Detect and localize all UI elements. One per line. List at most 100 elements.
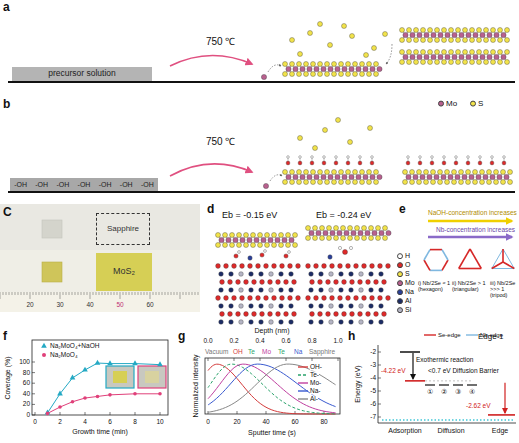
atom <box>296 264 301 269</box>
legend-swatch <box>438 101 444 107</box>
atom <box>272 264 277 269</box>
atom <box>428 50 433 55</box>
energy-level <box>467 384 477 385</box>
atom <box>220 280 225 285</box>
atom <box>484 28 489 33</box>
atom <box>364 53 369 58</box>
atom <box>459 180 464 185</box>
atom <box>410 32 415 37</box>
legend-item: H <box>397 252 410 260</box>
atom <box>289 272 294 277</box>
ruler-tick <box>72 292 73 295</box>
data-marker <box>70 375 76 380</box>
atom <box>463 50 468 55</box>
atom <box>289 304 294 309</box>
atom <box>379 320 384 325</box>
data-marker <box>58 405 62 409</box>
atom <box>330 264 335 269</box>
tick <box>60 412 61 415</box>
layer-label: Vacuum <box>205 348 228 355</box>
atom <box>414 28 419 33</box>
atom <box>406 161 410 165</box>
atom <box>335 66 340 71</box>
atom <box>368 126 373 131</box>
atom <box>284 312 289 317</box>
axis-title: Sputter time (s) <box>248 429 296 437</box>
atom <box>314 66 319 71</box>
legend-sample <box>298 382 308 383</box>
node-text: -OH <box>99 181 112 189</box>
legend-sample <box>298 374 308 375</box>
atom <box>372 230 377 235</box>
tick <box>160 412 161 415</box>
data-line <box>208 364 336 414</box>
tick-label: 80 <box>23 369 30 376</box>
atom <box>410 54 415 59</box>
atom <box>501 170 506 175</box>
layer-label: Sapphire <box>309 348 335 355</box>
atom <box>420 174 425 179</box>
atom <box>442 60 447 65</box>
atom <box>494 32 499 37</box>
atom <box>445 54 450 59</box>
atom <box>268 237 273 242</box>
atom <box>264 296 269 301</box>
atom <box>229 320 234 325</box>
atom <box>309 320 314 325</box>
atom <box>344 230 349 235</box>
atom <box>383 32 388 37</box>
atom <box>311 72 316 77</box>
atom <box>438 170 443 175</box>
atom <box>306 236 311 241</box>
atom <box>284 254 288 258</box>
atom <box>469 174 474 179</box>
tick <box>266 411 267 414</box>
atom <box>304 62 309 67</box>
atom <box>232 296 237 301</box>
atom <box>355 226 360 231</box>
atom <box>491 60 496 65</box>
atom <box>244 243 249 248</box>
ruler-tick <box>123 292 124 295</box>
atom <box>348 236 353 241</box>
atom <box>490 161 494 165</box>
atom <box>306 296 311 301</box>
atom <box>328 174 333 179</box>
atom <box>421 28 426 33</box>
inset-photo <box>106 366 134 388</box>
atom <box>223 233 228 238</box>
tick <box>378 352 381 353</box>
panel-letter: d <box>207 203 214 216</box>
atom <box>309 230 314 235</box>
edge-segment <box>430 249 442 251</box>
atom <box>369 236 374 241</box>
atom <box>445 32 450 37</box>
atom <box>428 60 433 65</box>
atom <box>341 236 346 241</box>
atom <box>261 74 266 79</box>
data-marker <box>46 412 50 416</box>
atom <box>224 296 229 301</box>
ruler-tick <box>105 292 106 295</box>
atom <box>263 183 268 188</box>
atom <box>487 180 492 185</box>
atom <box>269 304 274 309</box>
atom <box>374 180 379 185</box>
atom <box>435 38 440 43</box>
atom <box>378 296 383 301</box>
atom <box>293 174 298 179</box>
atom <box>319 288 324 293</box>
atom <box>431 32 436 37</box>
atom <box>249 320 254 325</box>
atom <box>311 62 316 67</box>
atom <box>268 312 273 317</box>
atom <box>359 272 364 277</box>
shape-caption: iii) Nb/2Se >>> 1 (tripod) <box>490 280 518 298</box>
atom <box>309 272 314 277</box>
legend-text: Mo- <box>310 379 321 386</box>
legend-text: Na₂MoO₄ <box>50 351 78 358</box>
substrate-bar: precursor solution <box>12 67 152 81</box>
atom <box>325 170 330 175</box>
atom <box>442 161 446 165</box>
atom <box>216 264 221 269</box>
